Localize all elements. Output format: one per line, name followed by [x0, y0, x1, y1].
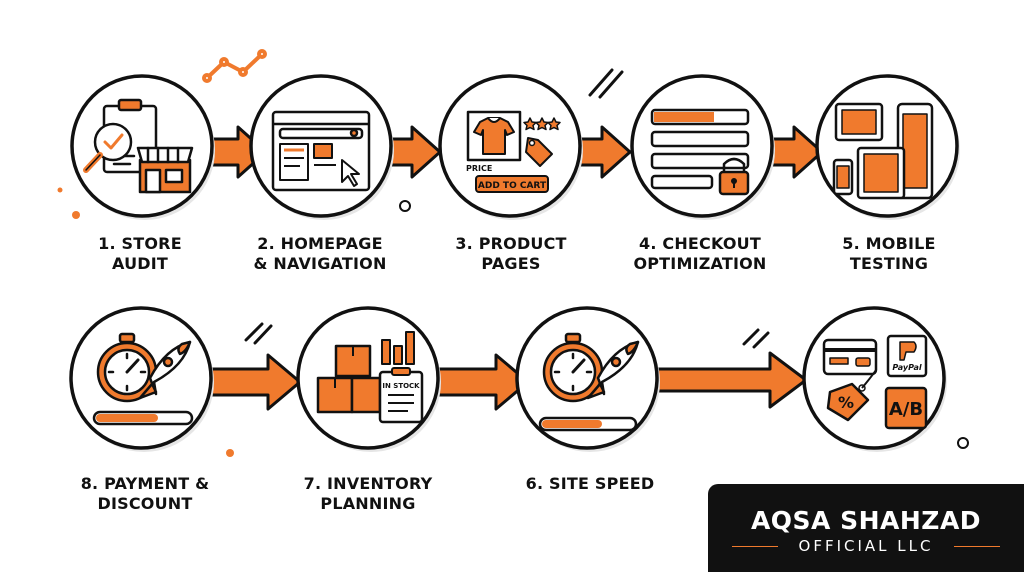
arrow-3-4 [578, 125, 632, 179]
decorative-sparkline [202, 49, 267, 83]
brand-divider-right [954, 546, 1000, 547]
payment-tags-icon [822, 334, 928, 430]
decorative-dots [57, 187, 969, 457]
step-label-7-line-2: PLANNING [320, 494, 416, 513]
decorative-dashes [244, 68, 770, 349]
brand-name: AQSA SHAHZAD [750, 506, 982, 535]
checkout-form-lock-icon [650, 108, 750, 196]
price-text: PRICE [466, 164, 492, 173]
step-label-8-line-2: DISCOUNT [97, 494, 193, 513]
step-circle-9 [802, 306, 947, 452]
brand-subtitle: OFFICIAL LLC [798, 537, 934, 555]
step-circle-4 [630, 74, 775, 220]
step-label-1-line-2: AUDIT [111, 254, 169, 273]
ab-text: A/B [889, 399, 923, 420]
flow-arrows [208, 125, 824, 411]
step-label-8-line-1: 8. PAYMENT & [80, 474, 210, 493]
step-label-5-line-1: 5. MOBILE [842, 234, 936, 253]
boxes-chart-clipboard-icon [316, 331, 424, 424]
step-label-4-line-2: OPTIMIZATION [633, 254, 767, 273]
step-label-3-line-2: PAGES [481, 254, 541, 273]
arrow-6-9 [652, 351, 808, 409]
step-label-4-line-1: 4. CHECKOUT [639, 234, 761, 253]
brand-divider-left [732, 546, 778, 547]
brand-block: AQSA SHAHZAD OFFICIAL LLC [708, 484, 1024, 572]
step-label-3: 3. PRODUCT PAGES [416, 234, 606, 274]
step-label-2-line-2: & NAVIGATION [253, 254, 387, 273]
arrow-8-7 [208, 353, 302, 411]
devices-icon [832, 102, 934, 200]
stopwatch-rocket-icon [92, 332, 194, 426]
step-label-4: 4. CHECKOUT OPTIMIZATION [605, 234, 795, 274]
step-label-3-line-1: 3. PRODUCT [455, 234, 567, 253]
percent-text: % [838, 393, 854, 412]
audit-clipboard-magnifier-store-icon [83, 98, 194, 194]
step-label-2-line-1: 2. HOMEPAGE [257, 234, 383, 253]
product-shirt-tag-icon [466, 110, 561, 193]
step-label-1-line-1: 1. STORE [98, 234, 182, 253]
arrow-7-6 [436, 353, 530, 411]
step-label-7: 7. INVENTORY PLANNING [273, 474, 463, 514]
step-label-5-line-2: TESTING [849, 254, 929, 273]
step-label-6: 6. SITE SPEED [495, 474, 685, 494]
arrow-2-3 [388, 125, 442, 179]
step-label-1: 1. STORE AUDIT [45, 234, 235, 274]
step-label-5: 5. MOBILE TESTING [794, 234, 984, 274]
stopwatch-rocket-icon-2 [538, 332, 640, 432]
step-label-7-line-1: 7. INVENTORY [303, 474, 433, 493]
add-to-cart-text: ADD TO CART [478, 181, 547, 191]
step-label-8: 8. PAYMENT & DISCOUNT [50, 474, 240, 514]
step-label-2: 2. HOMEPAGE & NAVIGATION [225, 234, 415, 274]
paypal-text: PayPal [892, 363, 921, 372]
arrow-4-5 [770, 125, 824, 179]
browser-window-cursor-icon [271, 110, 371, 192]
in-stock-text: IN STOCK [382, 382, 420, 390]
step-label-6-line-1: 6. SITE SPEED [525, 474, 655, 493]
